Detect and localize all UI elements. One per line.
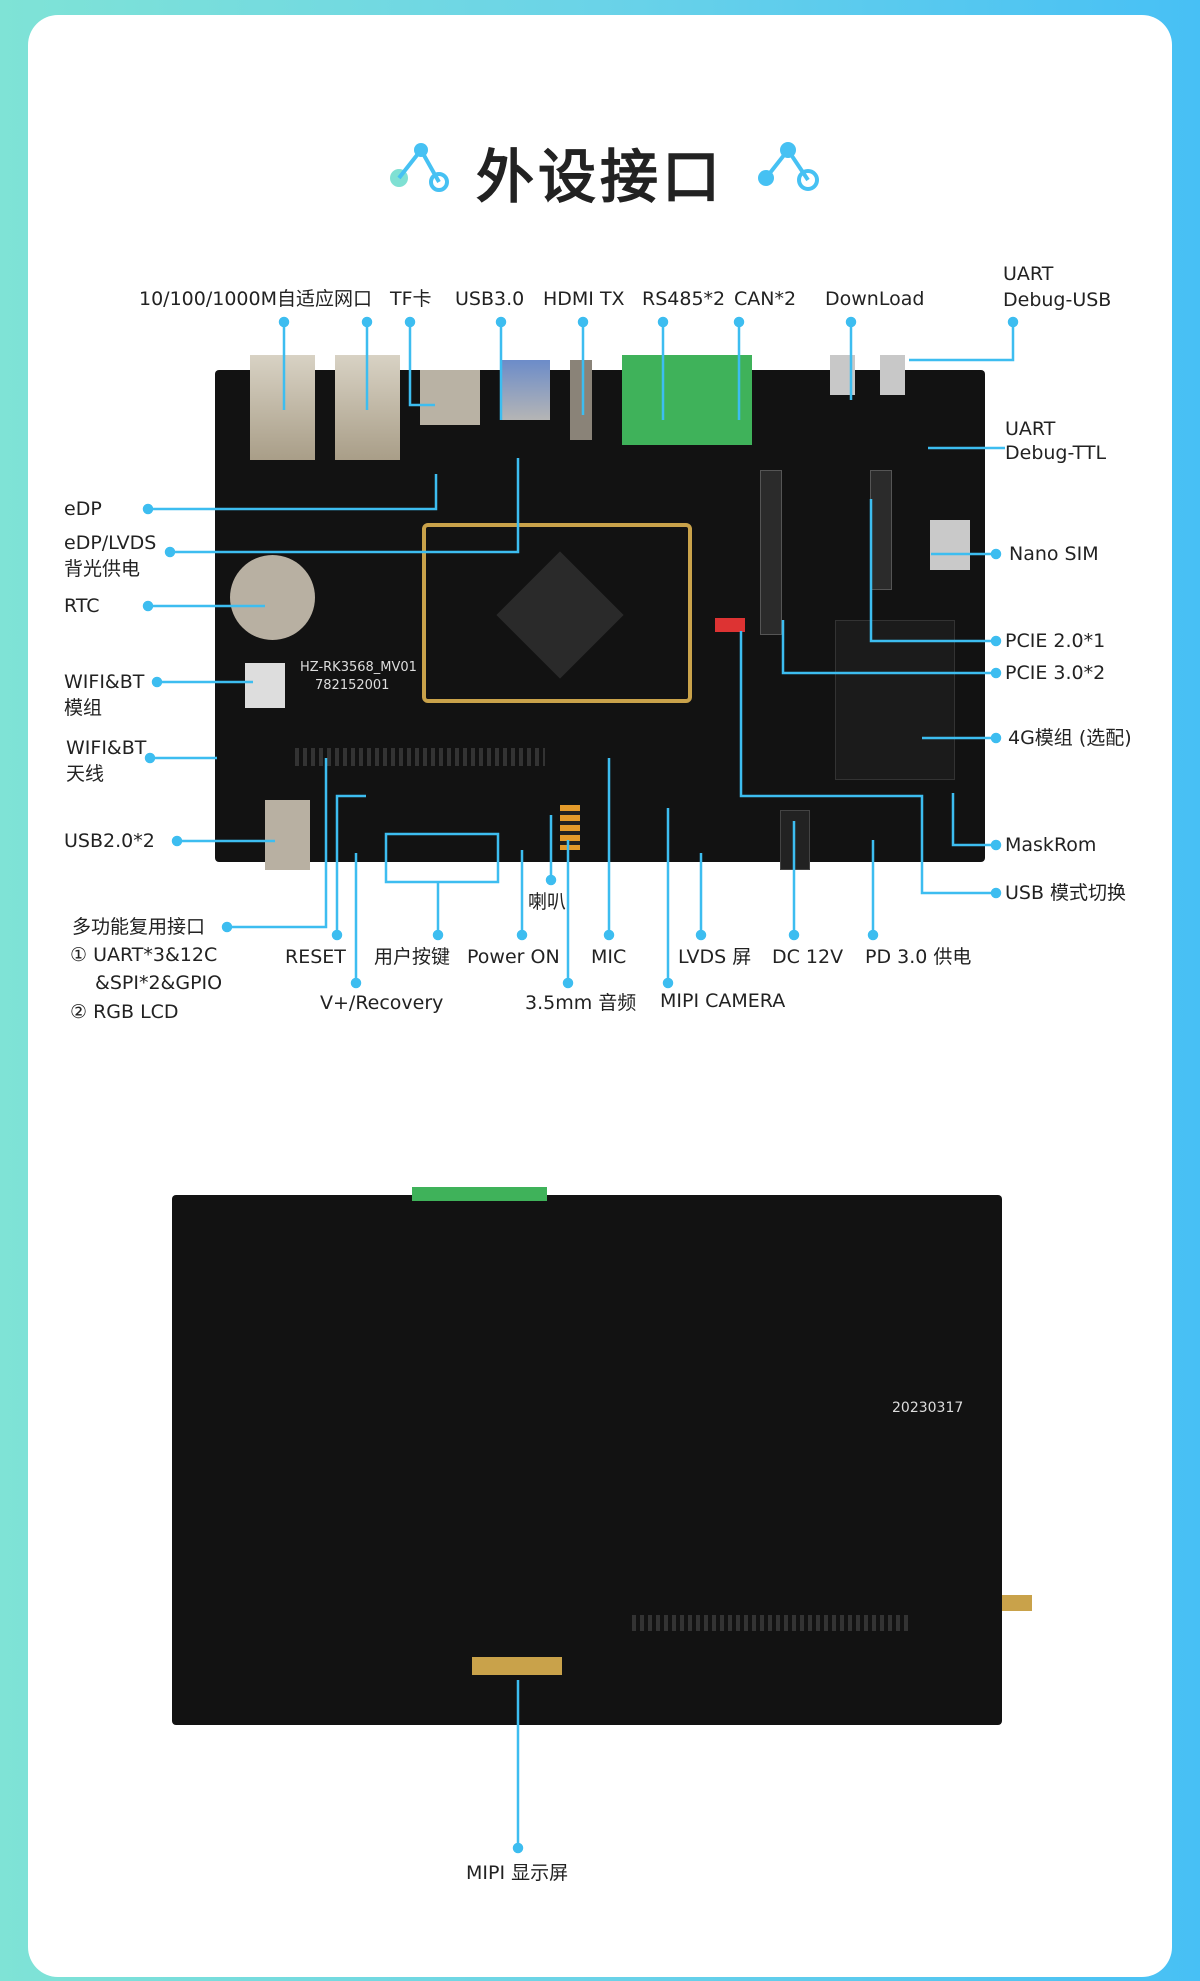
gpio-header [295, 748, 545, 766]
board-bottom-image: 20230317 [172, 1187, 1032, 1725]
label-wifi-antenna-1: WIFI&BT [66, 737, 147, 759]
label-rs485: RS485*2 [642, 288, 726, 310]
pcie-slot [760, 470, 782, 635]
hdmi-port [570, 360, 592, 440]
label-can: CAN*2 [734, 288, 797, 310]
label-4g-module: 4G模组 (选配) [1008, 727, 1132, 749]
label-wifi-module-2: 模组 [64, 697, 103, 719]
label-multi-2: ② RGB LCD [70, 1001, 179, 1023]
page-title: 外设接口 [475, 143, 724, 211]
label-uart-usb-1: UART [1003, 263, 1054, 285]
rtc-battery [230, 555, 315, 640]
label-hdmi: HDMI TX [543, 288, 625, 310]
usb-mode-switch [715, 618, 745, 632]
label-nano-sim: Nano SIM [1009, 543, 1099, 565]
label-dc: DC 12V [772, 946, 844, 968]
4g-module-slot [835, 620, 955, 780]
usb-c-port [880, 355, 905, 395]
label-multi-1b: &SPI*2&GPIO [95, 972, 223, 994]
label-uart-ttl-2: Debug-TTL [1005, 442, 1107, 464]
antenna-connector [1002, 1595, 1032, 1611]
pcie-slot [870, 470, 892, 590]
label-mipi-camera: MIPI CAMERA [660, 990, 786, 1012]
label-uart-ttl-1: UART [1005, 418, 1056, 440]
label-power-on: Power ON [467, 946, 560, 968]
sim-slot [930, 520, 970, 570]
label-mipi-display: MIPI 显示屏 [466, 1862, 569, 1884]
ethernet-jack [250, 355, 315, 460]
label-usb-mode: USB 模式切换 [1005, 882, 1127, 904]
label-edp-lvds-2: 背光供电 [64, 558, 141, 580]
label-download: DownLoad [825, 288, 925, 310]
tf-slot [420, 370, 480, 425]
label-reset: RESET [285, 946, 346, 968]
board-top-image: HZ-RK3568_MV01 782152001 [215, 355, 985, 870]
terminal-block [412, 1187, 547, 1201]
label-speaker: 喇叭 [528, 891, 567, 913]
label-multi-1: ① UART*3&12C [70, 944, 218, 966]
pin-header [632, 1615, 912, 1631]
silkscreen-model: HZ-RK3568_MV01 [300, 660, 417, 675]
label-ethernet: 10/100/1000M自适应网口 [139, 288, 372, 310]
label-pcie3: PCIE 3.0*2 [1005, 662, 1106, 684]
label-wifi-antenna-2: 天线 [66, 763, 105, 785]
ethernet-jack [335, 355, 400, 460]
label-audio: 3.5mm 音频 [525, 992, 637, 1014]
molecule-icon [758, 142, 819, 191]
mipi-connector [472, 1657, 562, 1675]
label-lvds: LVDS 屏 [678, 946, 752, 968]
label-usb2: USB2.0*2 [64, 830, 155, 852]
molecule-icon [390, 143, 449, 192]
silkscreen-date: 20230317 [892, 1400, 964, 1416]
silkscreen-serial: 782152001 [315, 678, 390, 693]
usb-c-port [830, 355, 855, 395]
label-tf-card: TF卡 [390, 288, 432, 310]
label-mic: MIC [591, 946, 627, 968]
label-pcie2: PCIE 2.0*1 [1005, 630, 1106, 652]
label-rtc: RTC [64, 595, 100, 617]
usb3-port [500, 360, 550, 420]
label-edp-lvds-1: eDP/LVDS [64, 532, 157, 554]
label-multi-interface: 多功能复用接口 [72, 916, 206, 938]
label-user-keys: 用户按键 [374, 946, 451, 968]
label-wifi-module-1: WIFI&BT [64, 671, 145, 693]
label-recovery: V+/Recovery [320, 992, 444, 1014]
terminal-block [622, 355, 752, 445]
wifi-module [245, 663, 285, 708]
usb2-port [265, 800, 310, 870]
label-usb3: USB3.0 [455, 288, 525, 310]
dc-jack [780, 810, 810, 870]
label-uart-usb-2: Debug-USB [1003, 289, 1112, 311]
label-maskrom: MaskRom [1005, 834, 1097, 856]
label-pd: PD 3.0 供电 [865, 946, 972, 968]
label-edp: eDP [64, 498, 102, 520]
audio-jack [560, 805, 580, 850]
